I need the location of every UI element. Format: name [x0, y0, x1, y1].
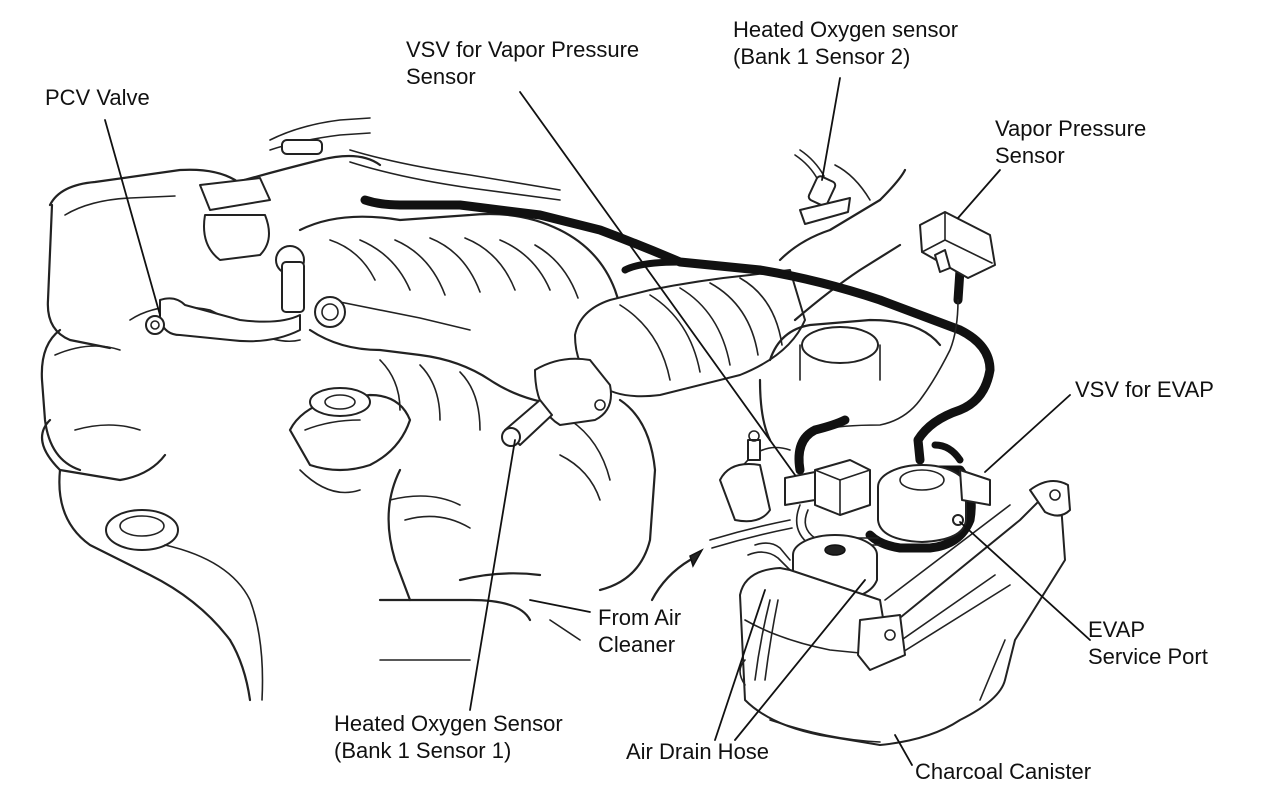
leader-air-drain-hose-1 — [714, 589, 766, 741]
engine-line-art — [40, 117, 942, 702]
label-evap-service-port: EVAP Service Port — [1088, 617, 1208, 669]
leader-lines — [104, 77, 1091, 766]
evap-components — [650, 211, 1071, 746]
leader-air-drain-hose-2 — [734, 579, 866, 741]
label-from-air-cleaner: From Air Cleaner — [598, 605, 682, 657]
leader-vsv-for-evap — [984, 394, 1071, 473]
label-heated-oxygen-sensor-bank1-sensor2: Heated Oxygen sensor (Bank 1 Sensor 2) — [733, 17, 959, 69]
leader-charcoal-canister — [894, 734, 913, 766]
vacuum-hoses — [360, 195, 995, 553]
leader-evap-service-port — [959, 521, 1091, 641]
label-vsv-for-vapor-pressure-sensor: VSV for Vapor Pressure Sensor — [406, 37, 640, 89]
label-heated-oxygen-sensor-bank1-sensor1: Heated Oxygen Sensor (Bank 1 Sensor 1) — [334, 711, 563, 763]
label-vsv-for-evap: VSV for EVAP — [1075, 377, 1214, 402]
label-charcoal-canister: Charcoal Canister — [915, 759, 1092, 784]
leader-heated-oxygen-b1s2 — [821, 77, 841, 181]
leader-pcv-valve — [104, 119, 161, 316]
label-pcv-valve: PCV Valve — [45, 85, 150, 110]
leader-from-air-cleaner — [529, 599, 591, 613]
leader-vapor-pressure-sensor — [957, 169, 1001, 219]
label-vapor-pressure-sensor: Vapor Pressure Sensor — [995, 116, 1147, 168]
leader-vsv-vapor-pressure-sensor — [519, 91, 796, 476]
leader-heated-oxygen-b1s1 — [469, 439, 516, 711]
label-air-drain-hose: Air Drain Hose — [626, 739, 770, 764]
